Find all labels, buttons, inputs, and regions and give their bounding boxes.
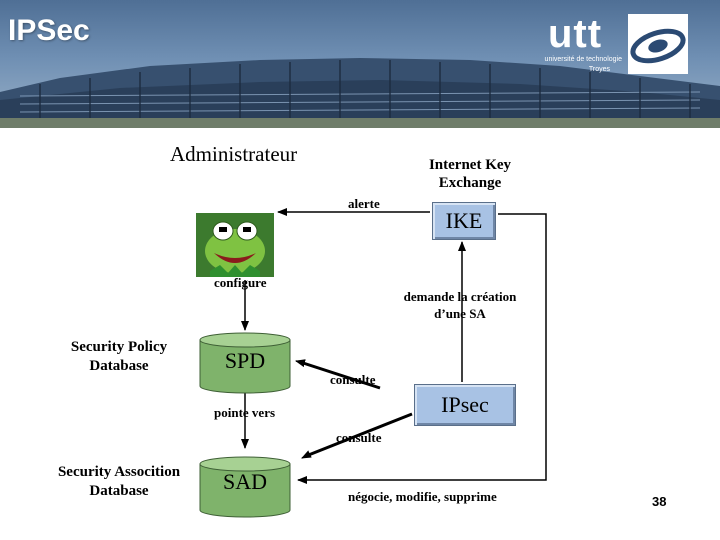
utt-logo: utt université de technologie Troyes — [510, 10, 706, 78]
edge-label-demande: demande la création d’une SA — [403, 289, 517, 321]
kermit-frog-icon — [196, 213, 274, 277]
logo-subtitle-line2: Troyes — [588, 66, 610, 73]
spd-full-name: Security Policy Database — [70, 339, 168, 374]
edge-label-consulte-sad: consulte — [336, 430, 382, 445]
edge-consulte-sad — [305, 412, 413, 458]
page-number: 38 — [652, 494, 667, 509]
ipsec-box: IPsec — [414, 384, 516, 426]
edge-negocie — [297, 213, 547, 484]
administrator-label: Administrateur — [170, 142, 298, 166]
sad-full-name: Security Assocition Database — [57, 464, 181, 499]
utt-emblem-icon — [628, 14, 688, 74]
sad-database-icon — [199, 456, 291, 518]
edge-label-pointe-vers: pointe vers — [214, 405, 276, 420]
sad-box: SAD — [222, 469, 267, 494]
logo-word: utt — [548, 12, 603, 56]
spd-database-icon — [199, 332, 291, 394]
logo-subtitle-line1: université de technologie — [544, 56, 622, 63]
edge-label-alerte: alerte — [348, 196, 380, 211]
edge-label-negocie: négocie, modifie, supprime — [348, 489, 497, 504]
ike-box: IKE — [432, 202, 496, 240]
campus-building-illustration — [0, 58, 720, 128]
slide-title: IPSec — [8, 14, 90, 47]
edge-consulte-spd — [299, 360, 381, 390]
edge-label-consulte-spd: consulte — [330, 372, 376, 387]
spd-box: SPD — [224, 348, 266, 373]
ike-full-name: Internet Key Exchange — [428, 157, 512, 191]
header-banner: IPSec utt université de technologie Troy… — [0, 0, 720, 128]
edge-label-configure: configure — [214, 275, 267, 290]
